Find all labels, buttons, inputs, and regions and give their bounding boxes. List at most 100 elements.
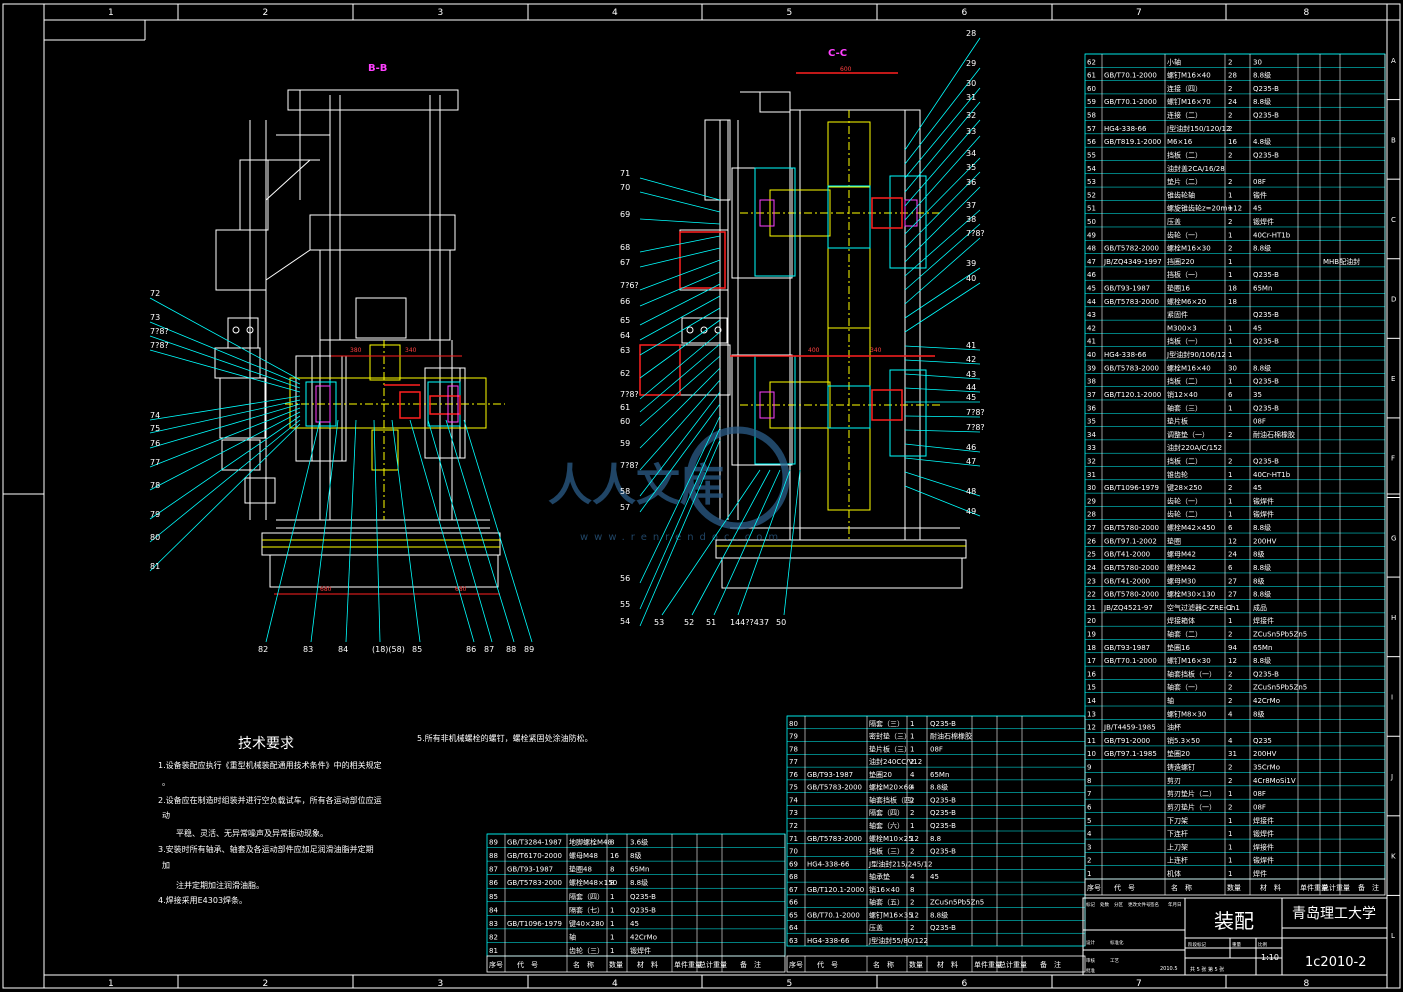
callout-label: 33	[966, 127, 976, 136]
leader-line	[904, 186, 981, 263]
bom-cell: 1	[1228, 191, 1232, 199]
bom-cell: 2	[1228, 777, 1232, 785]
bom-header-cell: 数量	[609, 960, 623, 969]
bom-cell: Q235-B	[1253, 85, 1279, 93]
bom-cell: 16	[610, 852, 619, 860]
bom-cell: 41	[1087, 338, 1096, 346]
bom-cell: 8.8级	[1253, 71, 1271, 80]
zone-row-label: C	[1391, 216, 1396, 224]
bom-cell: 锻件	[1253, 190, 1267, 199]
bom-cell: 6	[1228, 524, 1233, 532]
bom-cell: GB/T93-1987	[807, 771, 853, 779]
bom-cell: 4	[1087, 830, 1092, 838]
title-block-label: 审核	[1086, 957, 1095, 964]
bom-cell: 63	[789, 937, 798, 945]
zone-col-label-bottom: 4	[612, 979, 618, 989]
leader-line	[639, 271, 721, 307]
bom-cell: 59	[1087, 98, 1096, 106]
bom-cell: 螺栓M10×25	[869, 834, 913, 843]
tech-req-line: 注并定期加注润滑油脂。	[176, 880, 264, 890]
leader-line	[639, 319, 721, 379]
callout-label: 52	[684, 618, 694, 627]
bom-cell: GB/T93-1987	[507, 866, 553, 874]
bom-header-cell: 材 料	[637, 960, 658, 969]
title-block-small-labels: 标记处数分区更改文件号签名年月日设计标准化阶段标记重量比例审核工艺批准	[1086, 901, 1267, 974]
tech-req-line: 动	[162, 810, 170, 820]
bom-cell: 12	[1228, 537, 1237, 545]
leader-line	[639, 379, 721, 471]
bom-cell: 1	[1228, 604, 1232, 612]
leader-line	[149, 395, 301, 421]
bom-cell: 15	[1087, 684, 1096, 692]
bom-cell: 8.8级	[930, 910, 948, 919]
callout-label: 32	[966, 111, 976, 120]
bom-header-cell: 单件重量	[1300, 883, 1328, 892]
leader-line	[904, 443, 981, 453]
bom-cell: 67	[789, 886, 798, 894]
callout-label: 82	[258, 645, 268, 654]
zone-row-label: B	[1391, 136, 1396, 144]
bom-cell: 2	[1228, 178, 1232, 186]
leader-line	[904, 101, 981, 193]
bom-cell: 8	[610, 866, 614, 874]
tech-req-line: 平稳、灵活、无异常噪声及异常振动现象。	[176, 828, 328, 838]
bom-cell: 1	[1228, 404, 1232, 412]
bom-cell: 锥齿轮	[1167, 470, 1188, 479]
bom-cell: 42CrMo	[1253, 697, 1280, 705]
title-block-label: 分区	[1114, 901, 1123, 908]
leader-line	[904, 373, 981, 380]
callout-label: 71	[620, 169, 630, 178]
bom-cell: 65Mn	[630, 866, 649, 874]
bom-cell: 34	[1087, 431, 1096, 439]
title-block-label: 重量	[1232, 941, 1241, 948]
bom-cell: 螺栓M16×40	[1167, 363, 1211, 372]
callout-label: 84	[338, 645, 348, 654]
bom-cell: Q235	[1253, 737, 1272, 745]
bom-cell: 45	[1253, 324, 1262, 332]
zone-row-label: E	[1391, 375, 1395, 383]
bom-cell: GB/T5783-2000	[507, 879, 562, 887]
bom-cell: 28	[1087, 511, 1096, 519]
bom-cell: 2	[910, 796, 914, 804]
bom-cell: 16	[1087, 670, 1096, 678]
bom-cell: 1	[1228, 843, 1232, 851]
bom-cell: 轴套挡板（四）	[869, 795, 918, 804]
bom-cell: JB/ZQ4521-97	[1103, 604, 1153, 612]
bom-cell: 64	[789, 924, 798, 932]
callout-label: 144??437	[730, 618, 769, 627]
bom-cell: 2	[1228, 697, 1232, 705]
tech-req-title: 技术要求	[238, 736, 294, 752]
callout-label: 7?8?	[966, 229, 985, 238]
technical-requirements: 技术要求 1.设备装配应执行《重型机械装配通用技术条件》中的相关规定。2.设备应…	[158, 733, 593, 905]
callout-label: 34	[966, 149, 976, 158]
callout-label: 45	[966, 393, 976, 402]
bom-cell: 27	[1087, 524, 1096, 532]
bom-cell: 螺母M48	[569, 851, 598, 860]
leader-line	[904, 209, 981, 277]
leader-line	[691, 469, 771, 616]
view-cc-dim-left: 400	[808, 347, 820, 354]
bom-cell: 1	[610, 893, 614, 901]
bom-header-cell: 单件重量	[674, 960, 702, 969]
bom-cell: 轴套（六）	[869, 821, 904, 830]
leader-line	[149, 423, 301, 572]
bom-cell: 73	[789, 809, 798, 817]
bom-cell: 耐油石棉橡胶	[930, 732, 972, 741]
callout-label: 75	[150, 424, 160, 433]
bom-cell: 50	[1087, 218, 1096, 226]
bom-cell: 1	[1228, 338, 1232, 346]
bom-cell: 36	[1087, 404, 1096, 412]
bom-cell: 12	[910, 911, 919, 919]
callout-label: 43	[966, 370, 976, 379]
bom-cell: 焊接件	[1253, 842, 1274, 851]
bom-cell: 剪刃垫片（一）	[1167, 802, 1216, 811]
bom-cell: 42CrMo	[630, 933, 657, 941]
bom-cell: GB/T5783-2000	[1104, 298, 1159, 306]
bom-cell: 08F	[1253, 803, 1266, 811]
bom-cell: 1	[1228, 817, 1232, 825]
leader-line	[639, 331, 721, 400]
leader-line	[737, 469, 791, 616]
bom-cell: 4	[910, 771, 915, 779]
callout-label: 38	[966, 215, 976, 224]
